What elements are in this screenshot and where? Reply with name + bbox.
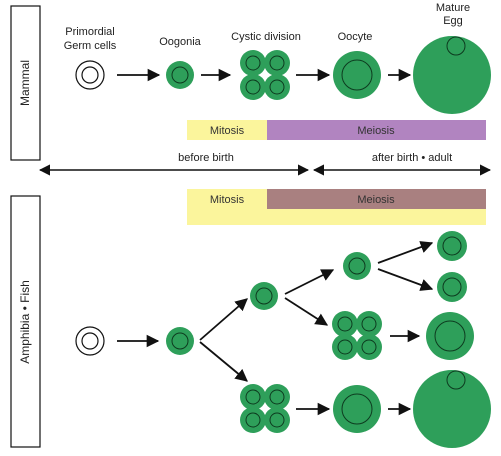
- oocyte-cell-icon: [426, 312, 474, 360]
- stage-label-primordial-1: Primordial: [65, 26, 115, 38]
- mammal-phase-bar: Mitosis Meiosis: [187, 120, 486, 140]
- oocyte-cell-icon: [333, 51, 381, 99]
- oogonium-cell-icon: [166, 61, 194, 89]
- oogonium-cell-icon: [166, 327, 194, 355]
- oogonium-cell-icon: [437, 231, 467, 261]
- stage-label-oogonia: Oogonia: [159, 36, 201, 48]
- fish-mitosis-label: Mitosis: [210, 194, 245, 206]
- germ-cell-icon: [75, 326, 105, 356]
- mature-egg-icon: [413, 370, 491, 448]
- cyst-cell-icon: [240, 384, 290, 433]
- stage-label-cystic: Cystic division: [231, 31, 301, 43]
- arrow-icon: [199, 298, 248, 341]
- arrow-icon: [199, 341, 248, 382]
- arrow-icon: [377, 241, 434, 264]
- arrow-icon: [284, 269, 335, 295]
- arrow-icon: [284, 297, 329, 326]
- stage-label-oocyte: Oocyte: [338, 31, 373, 43]
- oogonium-cell-icon: [437, 272, 467, 302]
- timeline-after-label: after birth • adult: [372, 152, 452, 164]
- fish-meiosis-label: Meiosis: [357, 194, 395, 206]
- mammal-label-box: Mammal: [10, 5, 41, 161]
- fish-label-box: Amphibia • Fish: [10, 195, 41, 448]
- germ-cell-icon: [75, 60, 105, 90]
- oogonium-cell-icon: [250, 282, 278, 310]
- stage-label-mature-2: Egg: [443, 15, 463, 27]
- mammal-side-label: Mammal: [18, 60, 32, 106]
- mature-egg-icon: [413, 36, 491, 114]
- cyst-cell-icon: [240, 50, 290, 100]
- oogonium-cell-icon: [343, 252, 371, 280]
- oocyte-cell-icon: [333, 385, 381, 433]
- fish-phase-bar: Mitosis Meiosis: [187, 189, 486, 225]
- fish-side-label: Amphibia • Fish: [18, 280, 32, 364]
- stage-label-primordial-2: Germ cells: [64, 40, 117, 52]
- cyst-cell-icon: [332, 311, 382, 360]
- timeline-before-label: before birth: [178, 152, 234, 164]
- arrow-icon: [377, 268, 434, 291]
- mammal-mitosis-label: Mitosis: [210, 125, 245, 137]
- stage-label-mature-1: Mature: [436, 2, 470, 14]
- timeline: before birth after birth • adult: [38, 152, 492, 176]
- mammal-meiosis-label: Meiosis: [357, 125, 395, 137]
